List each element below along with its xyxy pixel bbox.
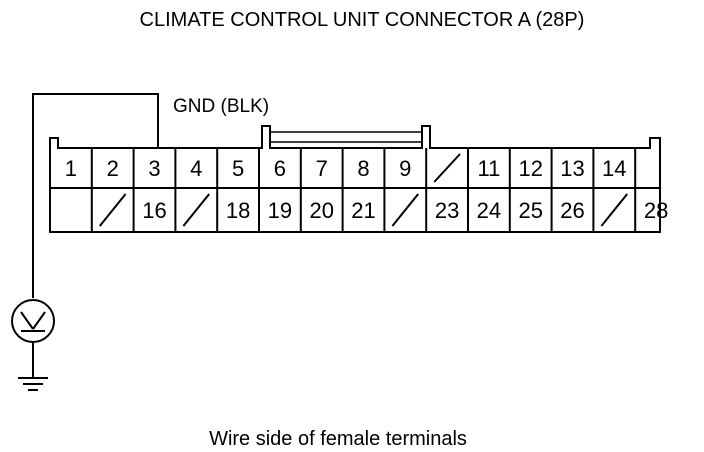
terminal-1-label: 1 [65, 156, 77, 181]
terminal-24-label: 24 [477, 198, 501, 223]
terminal-8-label: 8 [357, 156, 369, 181]
terminal-2-label: 2 [107, 156, 119, 181]
connector-housing [49, 125, 661, 233]
terminal-7-label: 7 [316, 156, 328, 181]
terminal-12-label: 12 [518, 156, 542, 181]
top-row-dividers [90, 148, 637, 188]
blank-terminal-slash [600, 193, 628, 227]
terminal-5-label: 5 [232, 156, 244, 181]
connector-lock-bar [270, 131, 422, 143]
terminal-23-label: 23 [435, 198, 459, 223]
terminal-6-label: 6 [274, 156, 286, 181]
ground-icon [18, 377, 48, 391]
terminal-25-label: 25 [518, 198, 542, 223]
terminal-20-label: 20 [309, 198, 333, 223]
blank-terminal-slash [391, 193, 419, 227]
voltmeter-icon [11, 299, 55, 343]
probe-wire [32, 93, 159, 298]
terminal-14-label: 14 [602, 156, 626, 181]
terminal-9-label: 9 [399, 156, 411, 181]
terminal-16-label: 16 [142, 198, 166, 223]
ground-wire-label: GND (BLK) [173, 96, 269, 117]
terminal-18-label: 18 [226, 198, 250, 223]
terminal-13-label: 13 [560, 156, 584, 181]
terminal-28-label: 28 [644, 198, 668, 223]
terminal-4-label: 4 [190, 156, 202, 181]
blank-terminal-slash [433, 153, 461, 183]
terminal-19-label: 19 [268, 198, 292, 223]
terminal-26-label: 26 [560, 198, 584, 223]
terminal-3-label: 3 [148, 156, 160, 181]
blank-terminal-slash [99, 193, 127, 227]
blank-terminal-slash [182, 193, 210, 227]
bottom-row-dividers [90, 188, 637, 232]
caption: Wire side of female terminals [209, 428, 467, 450]
terminal-21-label: 21 [351, 198, 375, 223]
diagram-title: CLIMATE CONTROL UNIT CONNECTOR A (28P) [140, 9, 585, 31]
terminal-11-label: 11 [477, 156, 500, 181]
